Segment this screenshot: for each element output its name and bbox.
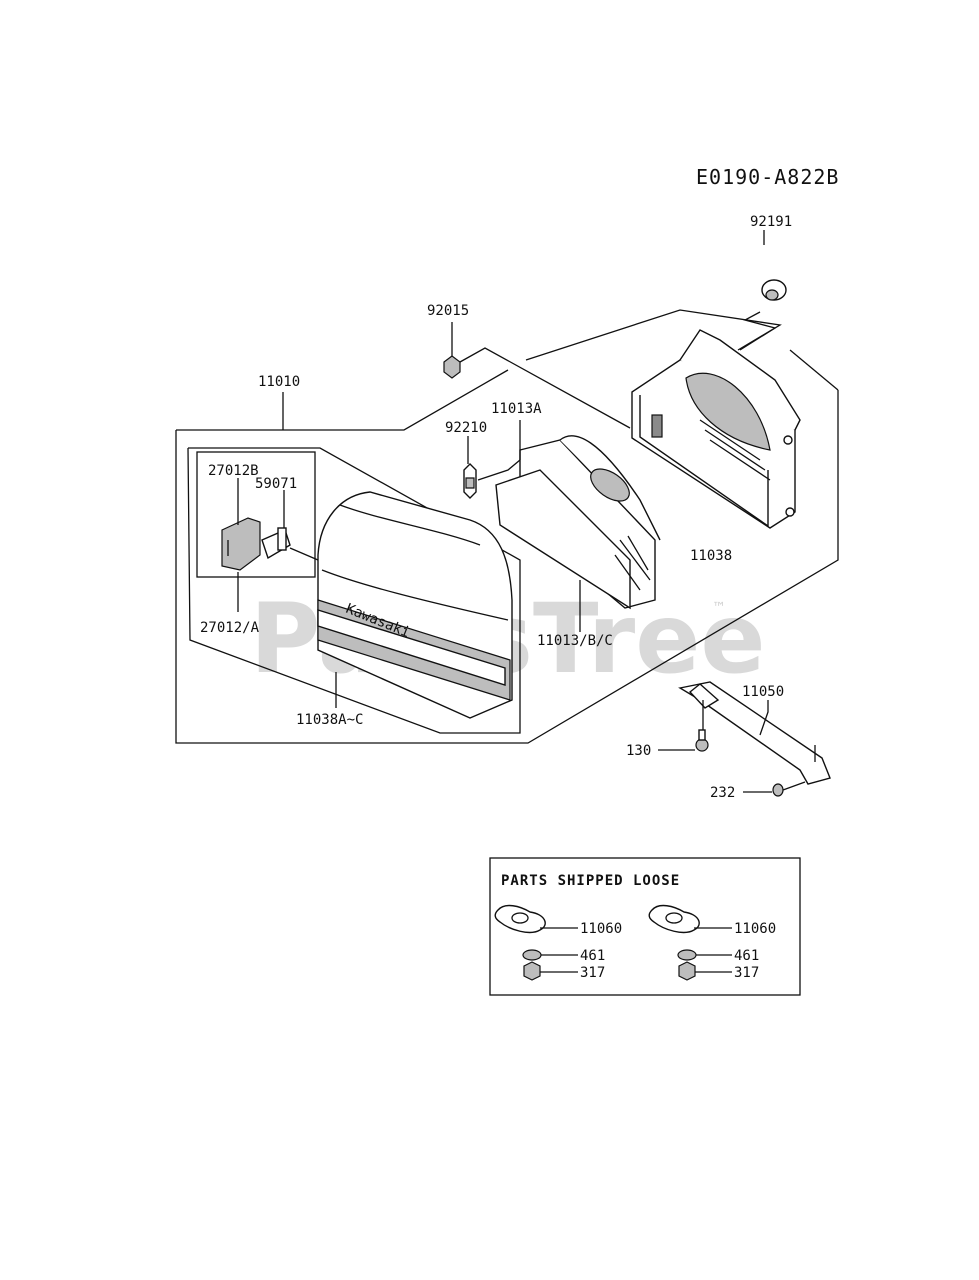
leader-92191-b (739, 311, 777, 351)
loose-gasket-left (494, 904, 546, 934)
leader-latch-cover (289, 547, 319, 561)
loose-gasket-left-label: 11060 (580, 921, 622, 937)
loose-nut-right (678, 961, 696, 981)
diagram-code: E0190-A822B (696, 165, 839, 189)
label-92210: 92210 (445, 420, 487, 436)
assembly-outline-left (175, 390, 839, 744)
air-filter-element (495, 435, 661, 610)
pin-59071 (261, 527, 291, 560)
assembly-outline (176, 369, 509, 431)
loose-washer-left-label: 461 (580, 948, 605, 964)
label-27012a: 27012/A (200, 620, 260, 636)
leader-11050 (759, 700, 769, 736)
bracket-11050 (678, 681, 831, 785)
loose-gasket-right (648, 904, 700, 934)
cover-subbox (187, 447, 521, 734)
assembly-outline-top (525, 309, 782, 361)
label-11038ac: 11038A~C (296, 712, 363, 728)
loose-parts-title: PARTS SHIPPED LOOSE (501, 873, 680, 889)
watermark-trademark: ™ (712, 600, 726, 616)
loose-washer-right-label: 461 (734, 948, 759, 964)
loose-washer-right (677, 949, 697, 961)
label-11013bc: 11013/B/C (537, 633, 613, 649)
latch-27012b (221, 517, 261, 571)
label-59071: 59071 (255, 476, 297, 492)
air-cleaner-cover: Kawasaki (317, 491, 513, 719)
label-11050: 11050 (742, 684, 784, 700)
label-11010: 11010 (258, 374, 300, 390)
loose-nut-left-label: 317 (580, 965, 605, 981)
assembly-outline-right (789, 349, 839, 391)
label-27012b: 27012B (208, 463, 259, 479)
air-cleaner-base (631, 329, 801, 529)
label-232: 232 (710, 785, 735, 801)
loose-washer-left (522, 949, 542, 961)
label-92015: 92015 (427, 303, 469, 319)
loose-nut-left (523, 961, 541, 981)
label-130: 130 (626, 743, 651, 759)
label-92191: 92191 (750, 214, 792, 230)
breather-92191 (761, 279, 787, 301)
clip-92210 (463, 463, 477, 499)
label-11013a: 11013A (491, 401, 542, 417)
label-11038: 11038 (690, 548, 732, 564)
screw-232 (772, 781, 806, 797)
latch-subbox (196, 451, 316, 578)
loose-gasket-right-label: 11060 (734, 921, 776, 937)
nut-92015 (443, 355, 461, 379)
bolt-130 (695, 729, 709, 752)
loose-nut-right-label: 317 (734, 965, 759, 981)
leader-92015-b (459, 347, 631, 429)
loose-parts-box (489, 857, 801, 996)
leader-92210-b (477, 459, 521, 481)
